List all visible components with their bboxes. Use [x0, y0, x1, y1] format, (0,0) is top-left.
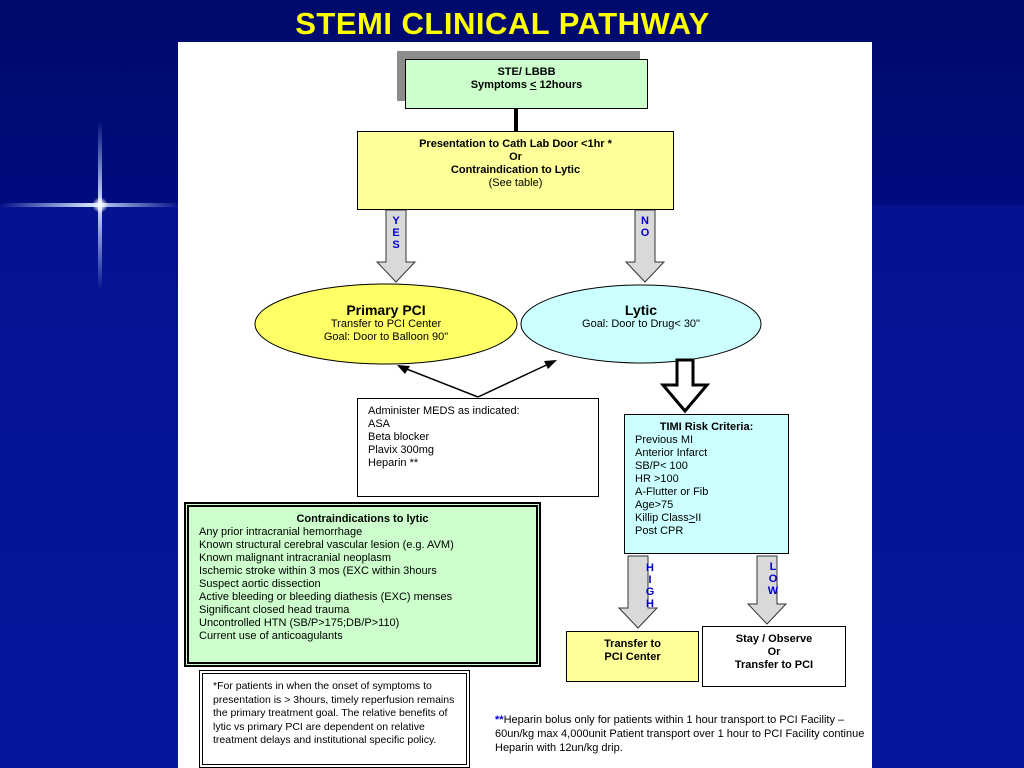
presentation-box: Presentation to Cath Lab Door <1hr * Or …	[357, 131, 674, 210]
presentation-line: Contraindication to Lytic	[450, 164, 581, 176]
meds-line: ASA	[368, 418, 391, 430]
timi-killip-text: Killip Class	[635, 512, 689, 524]
presentation-line: (See table)	[488, 177, 543, 189]
meds-to-lytic-arrowhead	[544, 360, 557, 369]
timi-item: Killip Class>II	[635, 512, 778, 525]
lytic-to-timi-arrow	[659, 358, 711, 414]
yes-letter: S	[392, 239, 400, 251]
timi-item: Age>75	[635, 499, 674, 511]
presentation-line: Or	[509, 151, 522, 163]
no-letter: N	[641, 215, 649, 227]
primary-pci-line: Goal: Door to Balloon 90"	[323, 331, 449, 343]
heparin-footnote: **Heparin bolus only for patients within…	[495, 713, 873, 755]
no-arrow	[624, 209, 666, 283]
lytic-ellipse	[520, 284, 762, 364]
contraindications-heading: Contraindications to lytic	[296, 513, 429, 525]
ste-lbbb-box: STE/ LBBB Symptoms < 12hours	[405, 59, 648, 109]
ste-box-symbol: <	[530, 79, 537, 91]
lytic-title: Lytic	[624, 302, 658, 318]
contraindication-item: Active bleeding or bleeding diathesis (E…	[199, 591, 453, 603]
timi-killip-text: II	[695, 512, 702, 524]
stay-line: Stay / Observe	[735, 633, 813, 645]
contraindication-item: Current use of anticoagulants	[199, 630, 343, 642]
timi-item: Post CPR	[635, 525, 684, 537]
transfer-pci-box: Transfer to PCI Center	[566, 631, 699, 682]
high-letter: H	[646, 598, 654, 610]
high-letter: I	[648, 574, 652, 586]
yes-letter: Y	[392, 215, 400, 227]
lytic-text: Lytic Goal: Door to Drug< 30"	[545, 302, 737, 331]
footnote-star-text: *For patients in when the onset of sympt…	[213, 680, 455, 746]
ste-box-line: STE/ LBBB	[497, 66, 556, 78]
sparkle-horizontal	[0, 203, 180, 207]
timi-risk-box: TIMI Risk Criteria: Previous MI Anterior…	[624, 414, 789, 554]
connector-ste-to-presentation	[514, 109, 518, 131]
timi-killip-symbol: >	[688, 512, 696, 524]
presentation-line: Presentation to Cath Lab Door <1hr *	[419, 138, 612, 150]
no-letter: O	[640, 227, 650, 239]
high-arrow	[617, 555, 659, 629]
heparin-footnote-marker: **	[495, 714, 504, 726]
stay-observe-box: Stay / Observe Or Transfer to PCI	[702, 626, 846, 687]
ste-box-text: 12hours	[536, 79, 583, 91]
contraindication-item: Known malignant intracranial neoplasm	[199, 552, 391, 564]
low-letter: L	[769, 561, 777, 573]
timi-item: A-Flutter or Fib	[635, 486, 709, 498]
lytic-line: Goal: Door to Drug< 30"	[582, 318, 700, 330]
low-arrow	[746, 555, 788, 625]
timi-item: Anterior Infarct	[635, 447, 708, 459]
stay-line: Or	[767, 646, 781, 658]
meds-to-lytic-arrow	[477, 360, 556, 398]
contraindication-item: Known structural cerebral vascular lesio…	[199, 539, 454, 551]
contraindication-item: Any prior intracranial hemorrhage	[199, 526, 363, 538]
no-label: N O	[639, 215, 651, 239]
contraindication-item: Uncontrolled HTN (SB/P>175;DB/P>110)	[199, 617, 400, 629]
contraindication-item: Significant closed head trauma	[199, 604, 350, 616]
transfer-line: PCI Center	[604, 651, 661, 663]
low-letter: O	[768, 573, 778, 585]
meds-line: Heparin **	[368, 457, 419, 469]
timi-heading: TIMI Risk Criteria:	[659, 421, 754, 433]
meds-box: Administer MEDS as indicated: ASA Beta b…	[357, 398, 599, 497]
contraindication-item: Suspect aortic dissection	[199, 578, 321, 590]
ste-box-line: Symptoms < 12hours	[406, 79, 647, 92]
meds-to-pci-arrowhead	[397, 365, 410, 374]
timi-item: SB/P< 100	[635, 460, 688, 472]
slide-title: STEMI CLINICAL PATHWAY	[295, 6, 710, 41]
yes-label: Y E S	[390, 215, 402, 251]
low-letter: W	[767, 585, 779, 597]
low-label: L O W	[767, 561, 779, 597]
primary-pci-line: Transfer to PCI Center	[330, 318, 442, 330]
primary-pci-text: Primary PCI Transfer to PCI Center Goal:…	[280, 302, 492, 344]
meds-line: Plavix 300mg	[368, 444, 435, 456]
contraindications-box: Contraindications to lytic Any prior int…	[184, 502, 541, 667]
heparin-footnote-text: Heparin bolus only for patients within 1…	[495, 714, 865, 754]
timi-item: Previous MI	[635, 434, 694, 446]
high-letter: H	[646, 562, 654, 574]
yes-arrow	[375, 209, 417, 283]
high-label: H I G H	[644, 562, 656, 610]
stay-line: Transfer to PCI	[734, 659, 814, 671]
yes-letter: E	[392, 227, 400, 239]
meds-to-pci-arrow	[398, 365, 479, 398]
high-letter: G	[645, 586, 655, 598]
meds-line: Administer MEDS as indicated:	[368, 405, 520, 417]
transfer-line: Transfer to	[604, 638, 661, 650]
sparkle-center	[92, 197, 108, 213]
primary-pci-ellipse	[254, 283, 518, 365]
ste-box-text: Symptoms	[470, 79, 530, 91]
meds-line: Beta blocker	[368, 431, 430, 443]
primary-pci-title: Primary PCI	[346, 302, 426, 318]
timi-item: HR >100	[635, 473, 679, 485]
footnote-star-box: *For patients in when the onset of sympt…	[199, 670, 470, 768]
contraindication-item: Ischemic stroke within 3 mos (EXC within…	[199, 565, 437, 577]
